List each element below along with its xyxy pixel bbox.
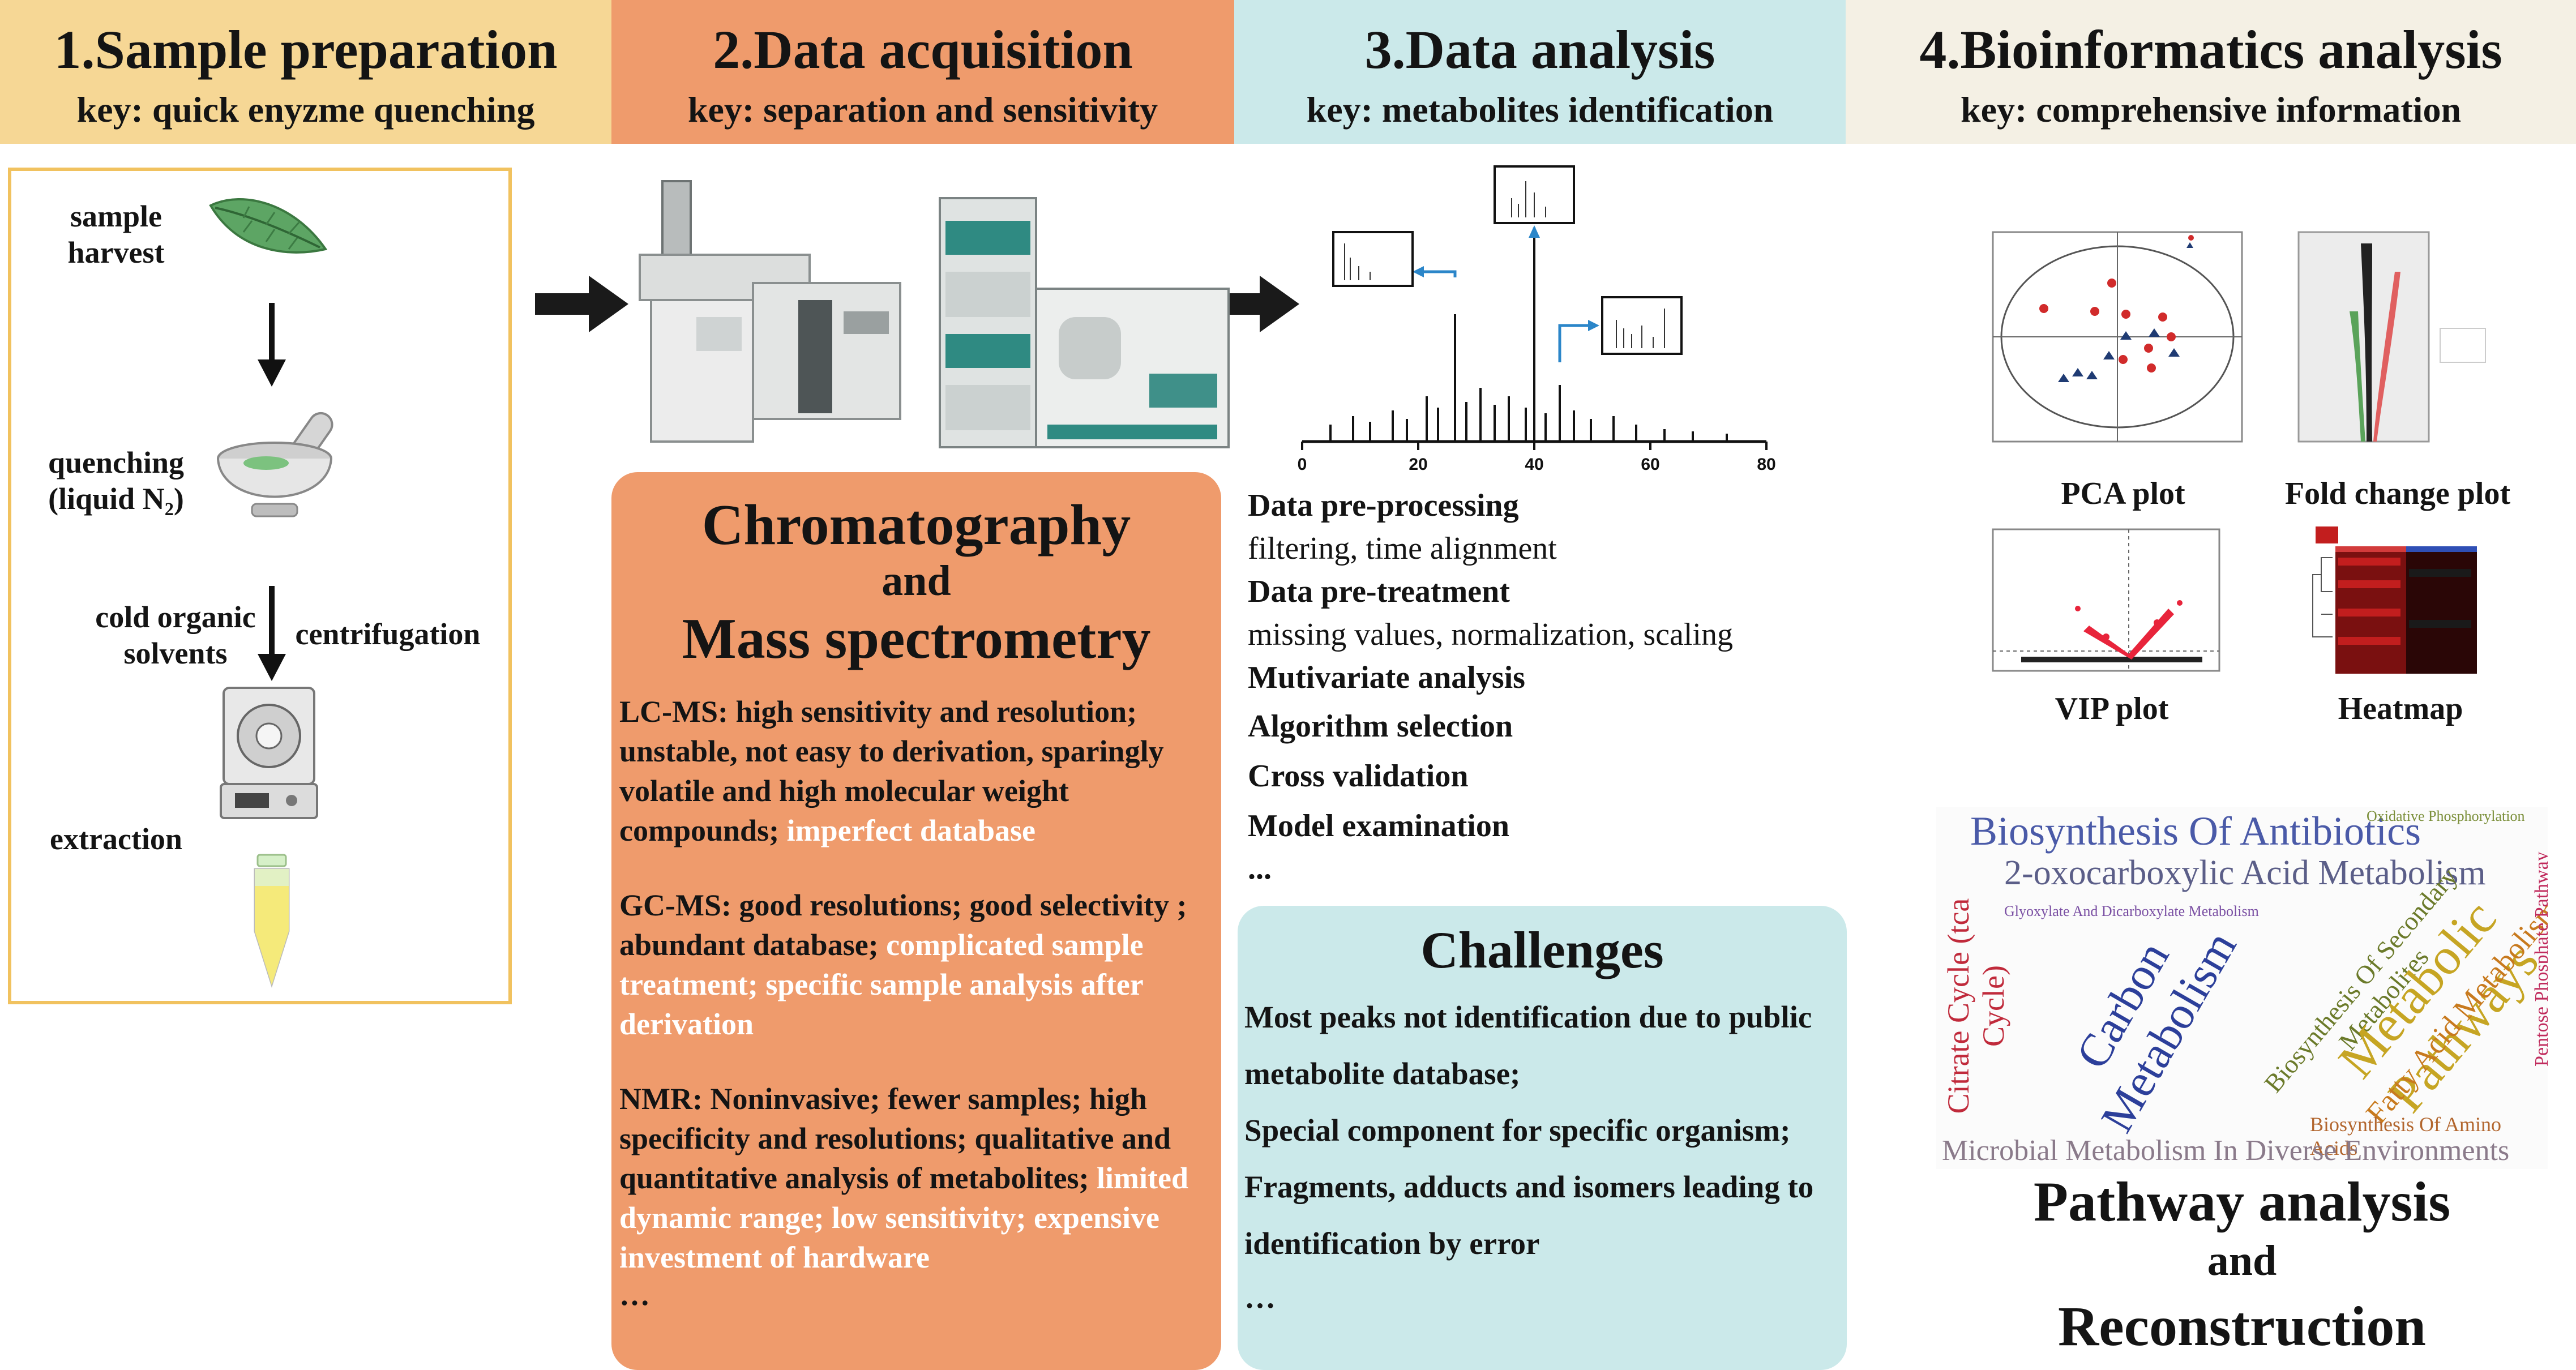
leaf-icon [209, 198, 328, 254]
pathway-word-cloud: Biosynthesis Of Antibiotics Oxidative Ph… [1936, 807, 2548, 1169]
centrifuge-icon [220, 687, 318, 819]
cloud-word: Oxidative Phosphorylation [2367, 808, 2525, 824]
fold-change-plot-caption: Fold change plot [2284, 476, 2511, 511]
lcms-paragraph: LC-MS: high sensitivity and resolution; … [619, 692, 1213, 850]
heatmap-image [2312, 526, 2477, 674]
heatmap-caption: Heatmap [2338, 691, 2463, 726]
challenge-item: Most peaks not identification due to pub… [1244, 999, 1812, 1091]
panel-title-mass-spectrometry: Mass spectrometry [682, 606, 1151, 671]
step-algorithm-selection: Algorithm selection [1248, 709, 1513, 744]
tube-icon [254, 854, 290, 988]
gcms-text: GC-MS: good resolutions; good selectivit… [619, 888, 1187, 962]
fold-change-plot-image [2297, 231, 2486, 443]
x-tick-label: 80 [1757, 455, 1775, 474]
step-multivariate: Mutivariate analysis [1248, 660, 1525, 695]
step-pre-processing-desc: filtering, time alignment [1248, 531, 1557, 566]
header-sample-preparation: 1.Sample preparation key: quick enyzme q… [0, 0, 611, 144]
header-key: key: separation and sensitivity [687, 89, 1158, 130]
mortar-pestle-icon [217, 412, 333, 517]
lc-ms-instrument-image [939, 197, 1230, 448]
cloud-word: 2-oxocarboxylic Acid Metabolism [2004, 854, 2486, 892]
label-centrifugation: centrifugation [295, 617, 481, 651]
nmr-text: NMR: Noninvasive; fewer samples; high sp… [619, 1081, 1171, 1195]
header-data-analysis: 3.Data analysis key: metabolites identif… [1234, 0, 1846, 144]
down-arrow-icon [258, 586, 286, 681]
steps-ellipsis: ... [1248, 851, 1272, 886]
x-tick-label: 40 [1525, 455, 1543, 474]
cloud-word: Pentose Phosphate Pathway [2531, 851, 2548, 1067]
lcms-limitation: imperfect database [786, 813, 1035, 847]
cloud-word: Microbial Metabolism In Diverse Environm… [1942, 1134, 2510, 1167]
step-model-examination: Model examination [1248, 808, 1509, 844]
header-title: 2.Data acquisition [713, 19, 1133, 80]
gcms-limitation: complicated sample treatment; specific s… [619, 927, 1144, 1041]
reconstruction-title: Reconstruction [2058, 1295, 2426, 1358]
panel-title-chromatography: Chromatography [701, 493, 1131, 557]
analysis-steps: Data pre-processing filtering, time alig… [1248, 482, 1837, 885]
challenges-ellipsis: … [1244, 1279, 1276, 1315]
challenges-title: Challenges [1420, 921, 1664, 979]
header-title: 4.Bioinformatics analysis [1919, 19, 2502, 80]
challenges-panel: Challenges Most peaks not identification… [1238, 906, 1847, 1370]
cloud-word: Glyoxylate And Dicarboxylate Metabolism [2004, 903, 2259, 919]
header-title: 3.Data analysis [1364, 19, 1715, 80]
step-pre-treatment-desc: missing values, normalization, scaling [1248, 617, 1733, 652]
header-title: 1.Sample preparation [54, 19, 558, 80]
header-data-acquisition: 2.Data acquisition key: separation and s… [611, 0, 1234, 144]
label-cold-organic-solvents: cold organic solvents [95, 600, 256, 670]
pathway-analysis-title: Pathway analysis [2033, 1170, 2451, 1233]
label-sample-harvest: sample harvest [67, 199, 165, 269]
chromatography-ms-panel: Chromatography and Mass spectrometry LC-… [611, 472, 1221, 1370]
x-tick-label: 60 [1641, 455, 1659, 474]
x-tick-label: 20 [1409, 455, 1427, 474]
label-extraction: extraction [50, 822, 182, 856]
step-pre-processing: Data pre-processing [1248, 488, 1519, 523]
challenge-item: Special component for specific organism; [1244, 1112, 1791, 1148]
header-key: key: metabolites identification [1306, 89, 1774, 130]
sample-prep-panel [8, 168, 512, 1004]
step-cross-validation: Cross validation [1248, 759, 1469, 794]
vip-plot-image [1992, 528, 2220, 672]
challenge-item: Fragments, adducts and isomers leading t… [1244, 1169, 1814, 1261]
cloud-word: Biosynthesis Of Antibiotics [1970, 808, 2421, 854]
nmr-limitation: limited dynamic range; low sensitivity; … [619, 1161, 1188, 1274]
pca-plot-image [1992, 231, 2243, 443]
header-key: key: comprehensive information [1960, 89, 2462, 130]
cloud-word: Citrate Cycle (tca Cycle) [1941, 898, 2010, 1114]
header-bioinformatics: 4.Bioinformatics analysis key: comprehen… [1846, 0, 2576, 144]
step-pre-treatment: Data pre-treatment [1248, 574, 1510, 609]
acquisition-ellipsis: … [619, 1277, 650, 1312]
gc-ms-instrument-image [639, 180, 901, 443]
label-quenching: quenching (liquid N₂) [48, 446, 185, 516]
x-tick-label: 0 [1298, 455, 1307, 474]
chromatogram-chart: 0 20 40 60 80 [1298, 165, 1776, 474]
down-arrow-icon [258, 303, 286, 387]
vip-plot-caption: VIP plot [2055, 691, 2169, 726]
pathway-and: and [2207, 1237, 2277, 1285]
panel-title-and: and [882, 557, 951, 605]
nmr-paragraph: NMR: Noninvasive; fewer samples; high sp… [619, 1079, 1213, 1277]
pca-plot-caption: PCA plot [2061, 476, 2185, 511]
cloud-word: Biosynthesis Of Amino Acids [2310, 1113, 2502, 1159]
gcms-paragraph: GC-MS: good resolutions; good selectivit… [619, 885, 1213, 1044]
right-arrow-icon [535, 276, 628, 332]
header-key: key: quick enyzme quenching [76, 89, 535, 130]
lcms-text: LC-MS: high sensitivity and resolution; … [619, 694, 1164, 847]
